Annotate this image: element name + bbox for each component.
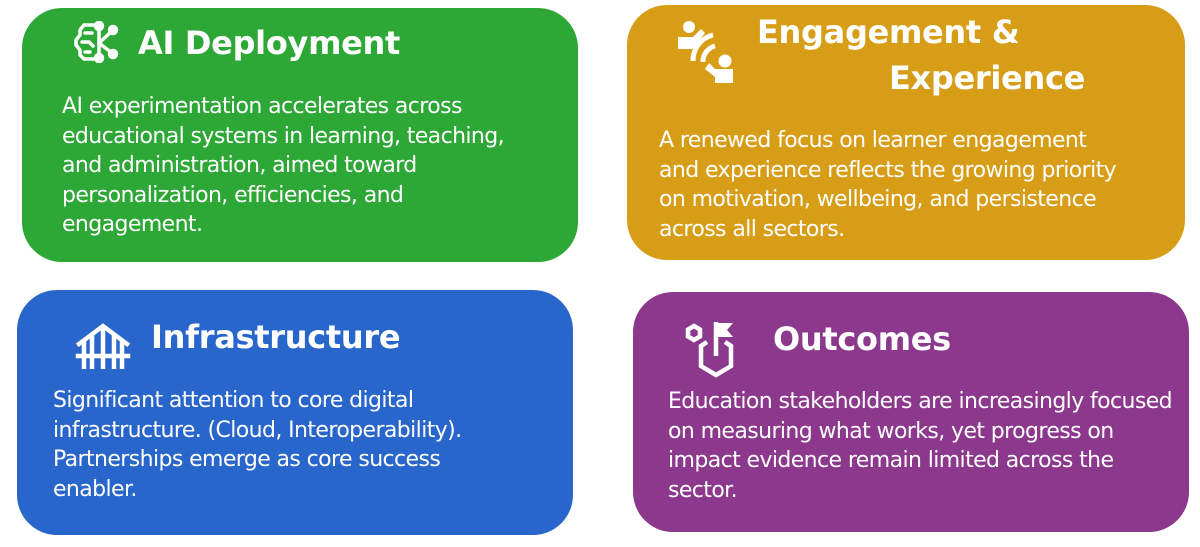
brain-network-icon [74,21,119,63]
card-description: Education stakeholders are increasingly … [668,389,1173,503]
card-title-line2: Experience [889,59,1086,97]
card-title: Infrastructure [151,318,401,356]
people-signal-icon [678,21,733,83]
building-structure-icon [75,323,131,369]
card-infrastructure: Infrastructure Significant attention to … [17,290,573,535]
card-outcomes: Outcomes Education stakeholders are incr… [633,292,1189,532]
card-engagement-experience: Engagement & Experience A renewed focus … [627,5,1185,260]
card-description: Significant attention to core digital in… [53,388,462,502]
card-title: AI Deployment [138,24,401,62]
card-ai-deployment: AI Deployment AI experimentation acceler… [22,8,578,262]
card-description: AI experimentation accelerates across ed… [62,94,505,237]
card-title-line1: Engagement & [757,13,1020,51]
hexagon-flag-icon [685,322,734,378]
card-title: Outcomes [773,320,951,358]
card-description: A renewed focus on learner engagement an… [659,128,1117,242]
